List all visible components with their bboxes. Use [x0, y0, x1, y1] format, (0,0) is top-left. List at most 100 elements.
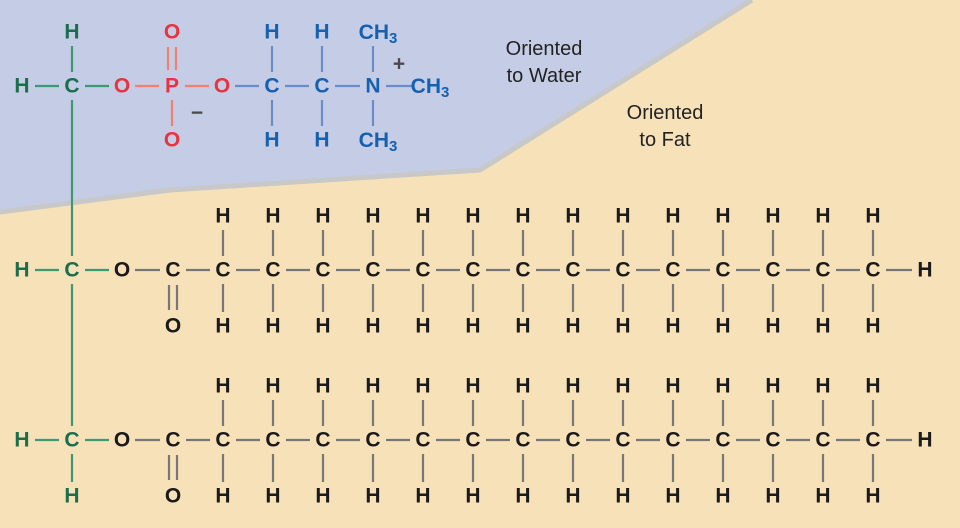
chain-hydrogen: H [215, 315, 230, 338]
chain-carbon: C [315, 429, 330, 452]
water-label-line2: to Water [507, 65, 582, 87]
head-atom-o: O [214, 75, 230, 98]
chain-carbon: C [865, 259, 880, 282]
chain-carbon: C [465, 259, 480, 282]
chain-hydrogen: H [665, 315, 680, 338]
chain-hydrogen: H [865, 485, 880, 508]
chain-hydrogen: H [265, 485, 280, 508]
head-atom-above: CH3 [359, 21, 398, 47]
chain-hydrogen: H [515, 485, 530, 508]
carbonyl-oxygen: O [165, 485, 181, 508]
chain-carbon: C [315, 259, 330, 282]
chain-hydrogen: H [215, 375, 230, 398]
chain-carbon: C [865, 429, 880, 452]
chain-hydrogen: H [415, 375, 430, 398]
chain-carbon: C [665, 429, 680, 452]
chain-carbon: C [515, 259, 530, 282]
chain-hydrogen: H [515, 315, 530, 338]
chain-hydrogen: H [815, 485, 830, 508]
chain-hydrogen: H [865, 375, 880, 398]
chain-carbon: C [715, 259, 730, 282]
chain-carbon: C [415, 259, 430, 282]
head-atom-above: O [164, 21, 180, 44]
chain-hydrogen: H [315, 485, 330, 508]
chain-hydrogen: H [865, 315, 880, 338]
head-atom-c: C [314, 75, 329, 98]
chain-carbon: C [565, 429, 580, 452]
head-atom-c: C [64, 75, 79, 98]
head-atom-above: H [264, 21, 279, 44]
head-atom-h: H [14, 75, 29, 98]
chain-carbon: C [215, 429, 230, 452]
chain-carbon: C [365, 259, 380, 282]
chain-hydrogen: H [615, 375, 630, 398]
carbonyl-carbon: C [165, 429, 180, 452]
carbonyl-oxygen: O [165, 315, 181, 338]
chain-hydrogen: H [265, 375, 280, 398]
chain-hydrogen: H [865, 205, 880, 228]
chain-hydrogen: H [665, 485, 680, 508]
chain-carbon: C [715, 429, 730, 452]
chain-carbon: C [665, 259, 680, 282]
chain-hydrogen: H [615, 205, 630, 228]
chain-hydrogen: H [465, 375, 480, 398]
chain-hydrogen: H [265, 315, 280, 338]
region-boundary [0, 0, 754, 215]
chain-carbon: C [615, 259, 630, 282]
head-atom-ch3: CH3 [411, 75, 450, 101]
chain-carbon: C [515, 429, 530, 452]
chain-hydrogen: H [815, 375, 830, 398]
chain-hydrogen: H [365, 315, 380, 338]
glycerol-hydrogen: H [14, 429, 29, 452]
negative-charge-icon: − [191, 102, 203, 125]
chain-hydrogen: H [765, 375, 780, 398]
chain-hydrogen: H [715, 315, 730, 338]
chain-hydrogen: H [765, 205, 780, 228]
head-atom-above: H [314, 21, 329, 44]
chain-hydrogen: H [415, 205, 430, 228]
chain-hydrogen: H [415, 315, 430, 338]
chain-carbon: C [815, 429, 830, 452]
chain-carbon: C [815, 259, 830, 282]
chain-hydrogen: H [565, 205, 580, 228]
fat-label-line1: Oriented [627, 102, 704, 124]
chain-hydrogen: H [365, 205, 380, 228]
chain-hydrogen: H [315, 315, 330, 338]
glycerol-hydrogen: H [64, 485, 79, 508]
glycerol-hydrogen: H [14, 259, 29, 282]
chain-carbon: C [465, 429, 480, 452]
water-label-line1: Oriented [506, 38, 583, 60]
chain-hydrogen: H [565, 375, 580, 398]
chain-carbon: C [265, 259, 280, 282]
chain-hydrogen: H [465, 485, 480, 508]
chain-hydrogen: H [515, 375, 530, 398]
chain-hydrogen: H [565, 485, 580, 508]
chain-hydrogen: H [615, 315, 630, 338]
head-atom-n: N [365, 75, 380, 98]
head-atom-below: O [164, 129, 180, 152]
head-atom-above: H [64, 21, 79, 44]
chain-hydrogen: H [565, 315, 580, 338]
head-atom-o: O [114, 75, 130, 98]
terminal-hydrogen: H [917, 429, 932, 452]
chain-hydrogen: H [265, 205, 280, 228]
ester-oxygen: O [114, 429, 130, 452]
chain-hydrogen: H [815, 205, 830, 228]
chain-carbon: C [765, 259, 780, 282]
ester-oxygen: O [114, 259, 130, 282]
carbonyl-carbon: C [165, 259, 180, 282]
chain-hydrogen: H [315, 205, 330, 228]
chain-hydrogen: H [715, 375, 730, 398]
chain-carbon: C [365, 429, 380, 452]
head-atom-below: H [314, 129, 329, 152]
head-atom-c: C [264, 75, 279, 98]
chain-carbon: C [615, 429, 630, 452]
chain-hydrogen: H [765, 485, 780, 508]
chain-hydrogen: H [415, 485, 430, 508]
chain-hydrogen: H [715, 485, 730, 508]
chain-hydrogen: H [465, 205, 480, 228]
chain-hydrogen: H [365, 485, 380, 508]
head-atom-below: CH3 [359, 129, 398, 155]
positive-charge-icon: + [393, 53, 405, 76]
chain-hydrogen: H [465, 315, 480, 338]
